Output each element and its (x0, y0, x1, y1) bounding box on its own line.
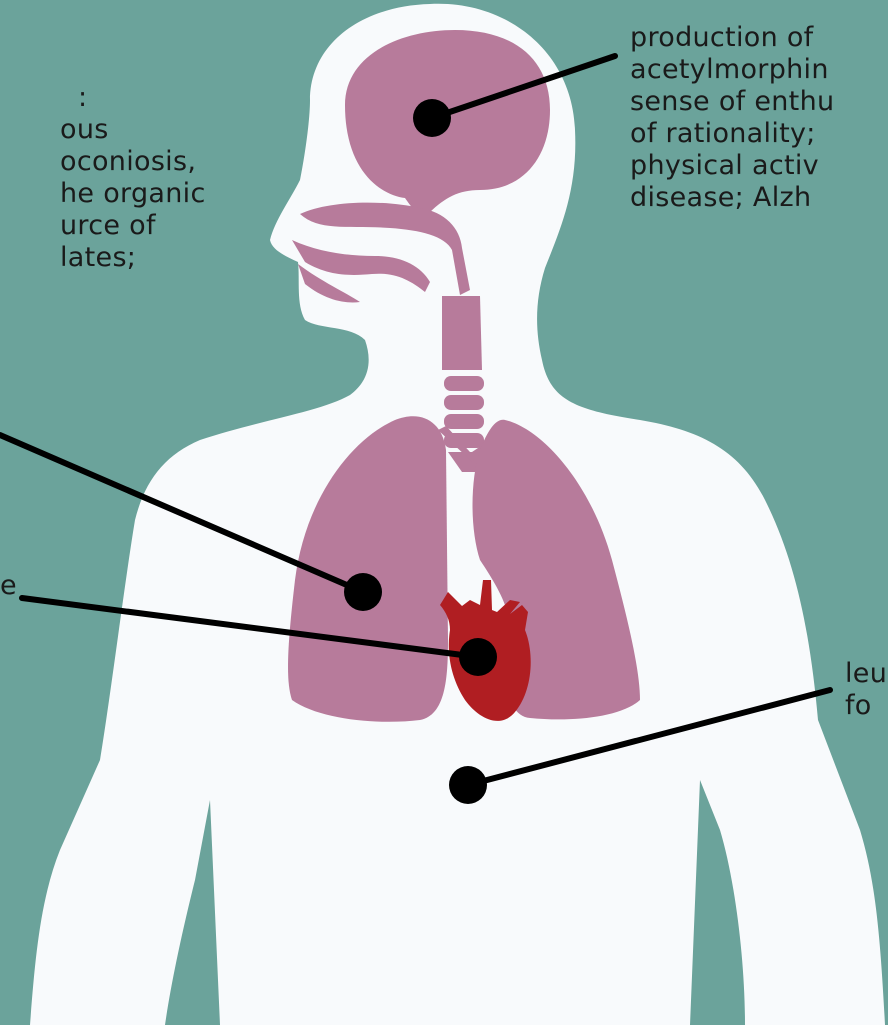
heart-pointer-dot (459, 638, 497, 676)
heart-label-line: e (0, 570, 17, 602)
lungs-label-line: lates; (60, 242, 206, 274)
brain-label-line: disease; Alzh (630, 182, 834, 214)
lungs-effects-label: : ous oconiosis, he organic urce of late… (60, 82, 206, 274)
lungs-label-line: urce of (60, 210, 206, 242)
lungs-label-line: ous (60, 114, 206, 146)
blood-label-line: leu (845, 658, 887, 690)
lungs-pointer-dot (344, 573, 382, 611)
blood-label-line: fo (845, 690, 887, 722)
brain-label-line: production of (630, 22, 834, 54)
heart-effects-label: e (0, 570, 17, 602)
brain-label-line: of rationality; (630, 118, 834, 150)
brain-label-line: acetylmorphin (630, 54, 834, 86)
lungs-label-line: he organic (60, 178, 206, 210)
lungs-label-line: oconiosis, (60, 146, 206, 178)
brain-label-line: physical activ (630, 150, 834, 182)
brain-label-line: sense of enthu (630, 86, 834, 118)
brain-pointer-dot (413, 99, 451, 137)
brain-effects-label: production of acetylmorphin sense of ent… (630, 22, 834, 214)
lungs-label-line: : (78, 82, 206, 114)
blood-effects-label: leu fo (845, 658, 887, 722)
blood-pointer-dot (449, 766, 487, 804)
